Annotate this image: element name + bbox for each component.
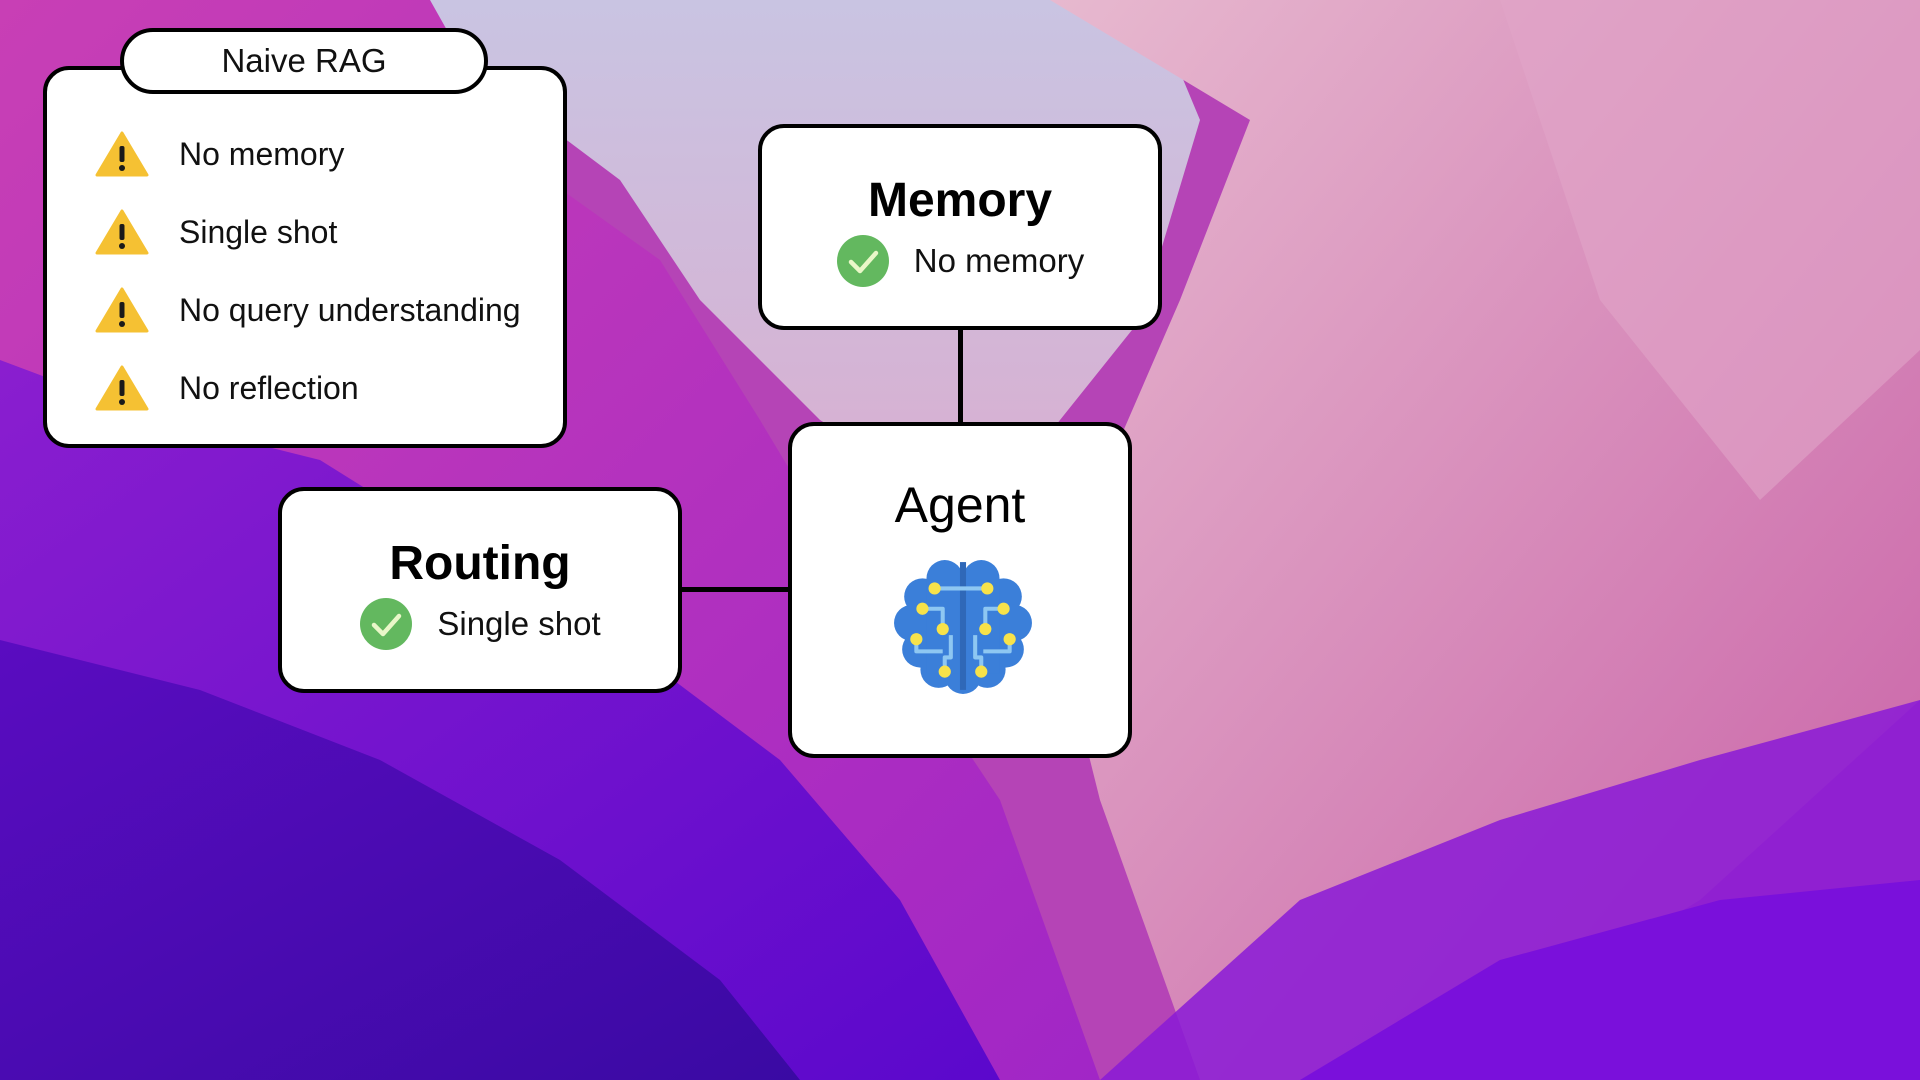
naive-rag-title: Naive RAG [120, 28, 488, 94]
routing-status-label: Single shot [437, 605, 601, 642]
warning-icon [95, 131, 149, 177]
memory-status-label: No memory [913, 242, 1085, 279]
routing-card: Routing Single shot [278, 487, 682, 693]
issue-label: No memory [179, 135, 345, 172]
memory-card: Memory No memory [758, 124, 1162, 330]
list-item: No memory [95, 115, 521, 193]
connector-routing-agent [680, 587, 790, 592]
brain-circuit-icon [894, 560, 1032, 694]
list-item: Single shot [95, 193, 521, 271]
connector-memory-agent [958, 328, 963, 424]
list-item: No query understanding [95, 271, 521, 349]
issue-label: No reflection [179, 369, 359, 406]
agent-card: Agent [788, 422, 1132, 758]
issue-label: No query understanding [179, 291, 521, 328]
warning-icon [95, 209, 149, 255]
warning-icon [95, 287, 149, 333]
check-icon [836, 235, 889, 287]
warning-icon [95, 365, 149, 411]
issue-list: No memory Single shot No query understan… [95, 115, 521, 427]
agent-title: Agent [894, 477, 1026, 533]
memory-status: No memory [762, 234, 1158, 288]
routing-status: Single shot [282, 597, 678, 651]
memory-title: Memory [867, 174, 1053, 227]
check-icon [360, 598, 413, 650]
issue-label: Single shot [179, 213, 338, 250]
naive-rag-panel: No memory Single shot No query understan… [43, 66, 567, 448]
list-item: No reflection [95, 349, 521, 427]
routing-title: Routing [389, 537, 571, 590]
